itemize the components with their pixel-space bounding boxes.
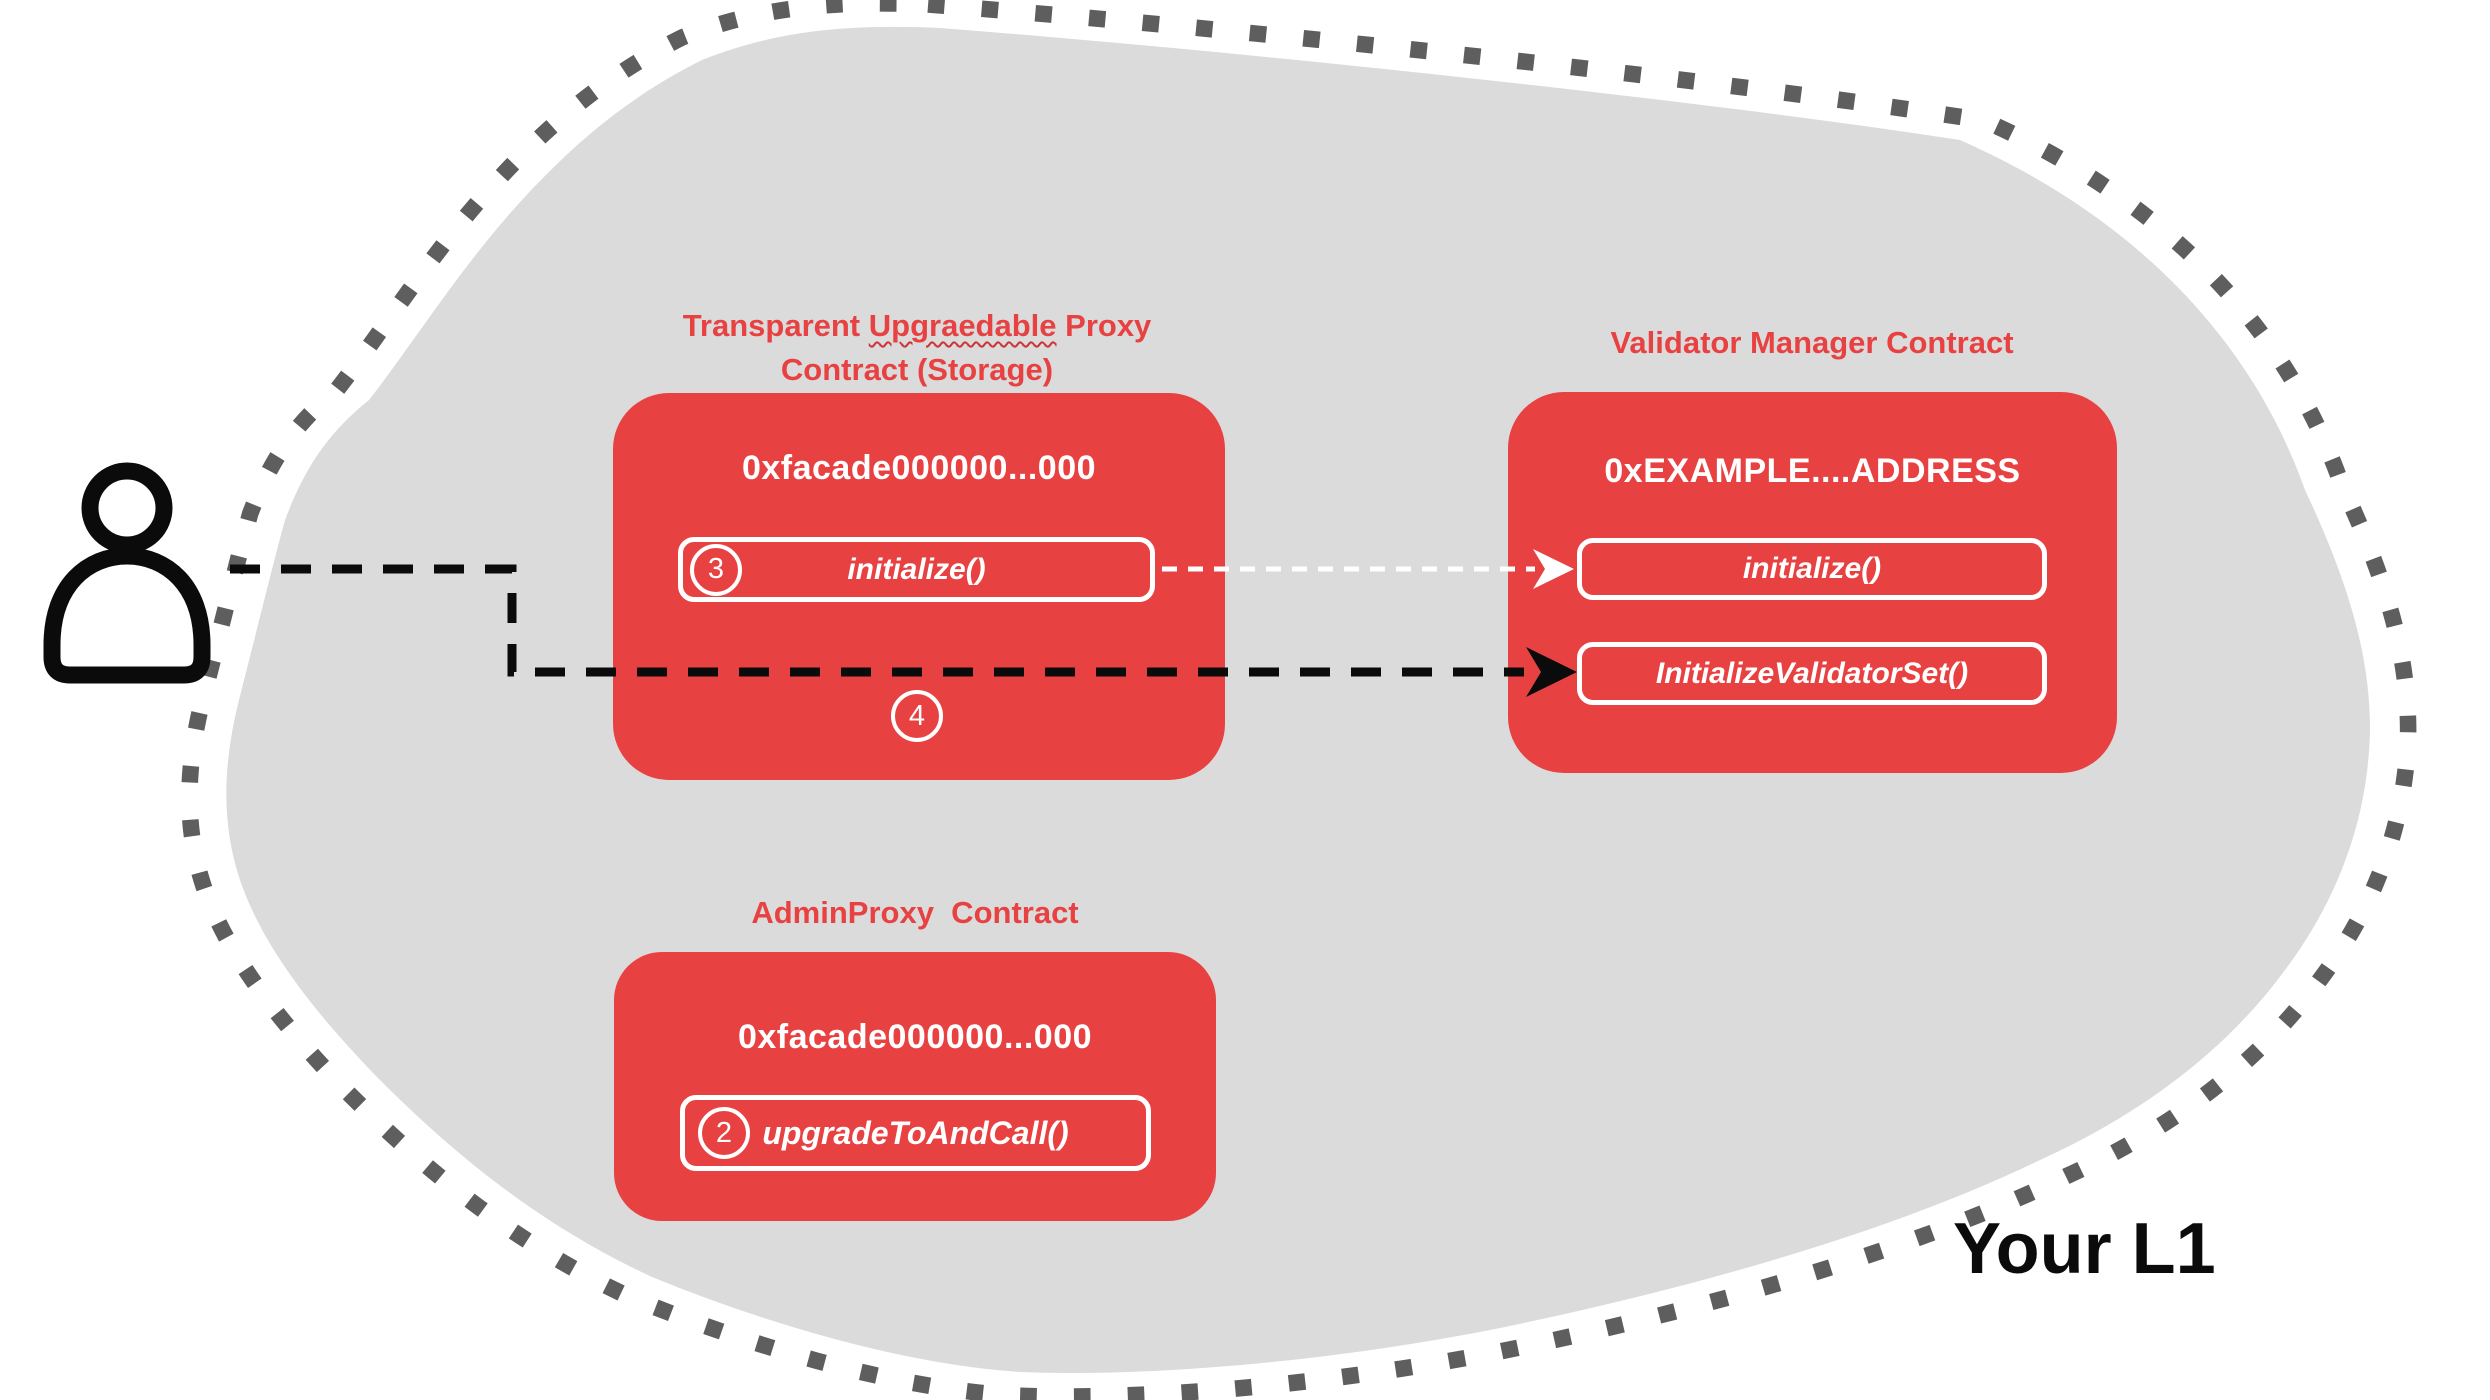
validator-initialize-label: initialize() — [1742, 552, 1882, 585]
validator-contract-address: 0xEXAMPLE....ADDRESS — [1604, 452, 2021, 490]
proxy-initialize-label: initialize() — [847, 552, 986, 586]
validator-contract-box: 0xEXAMPLE....ADDRESS initialize() Initia… — [1508, 392, 2117, 773]
proxy-title-post: Proxy — [1056, 308, 1152, 343]
admin-proxy-address: 0xfacade000000...000 — [737, 1018, 1093, 1056]
admin-proxy-title: AdminProxy Contract — [751, 895, 1079, 930]
admin-upgradetoandcall-label: upgradeToAndCall() — [762, 1114, 1069, 1151]
step-4-badge: 4 — [891, 690, 943, 742]
proxy-title-misspelled-word: Upgraedable — [868, 308, 1057, 343]
proxy-contract-address: 0xfacade000000...000 — [741, 449, 1097, 487]
proxy-contract-title: Transparent Upgraedable Proxy Contract (… — [617, 304, 1217, 392]
validator-initializevalidatorset-button[interactable]: InitializeValidatorSet() — [1577, 642, 2047, 705]
validator-initializevalidatorset-label: InitializeValidatorSet() — [1655, 656, 1969, 690]
proxy-initialize-button[interactable]: 3 initialize() — [678, 537, 1155, 602]
admin-proxy-box: 0xfacade000000...000 2 upgradeToAndCall(… — [614, 952, 1216, 1221]
your-l1-label: Your L1 — [1953, 1209, 2216, 1289]
step-3-badge: 3 — [690, 543, 742, 596]
validator-initialize-button[interactable]: initialize() — [1577, 538, 2047, 600]
proxy-title-pre: Transparent — [682, 308, 869, 343]
admin-upgradetoandcall-button[interactable]: 2 upgradeToAndCall() — [680, 1095, 1151, 1171]
step-2-badge: 2 — [698, 1107, 750, 1159]
proxy-contract-box: 0xfacade000000...000 3 initialize() 4 — [613, 393, 1225, 780]
user-person-icon — [43, 462, 211, 684]
validator-contract-title: Validator Manager Contract — [1610, 325, 2014, 360]
proxy-title-line2: Contract (Storage) — [780, 352, 1054, 387]
